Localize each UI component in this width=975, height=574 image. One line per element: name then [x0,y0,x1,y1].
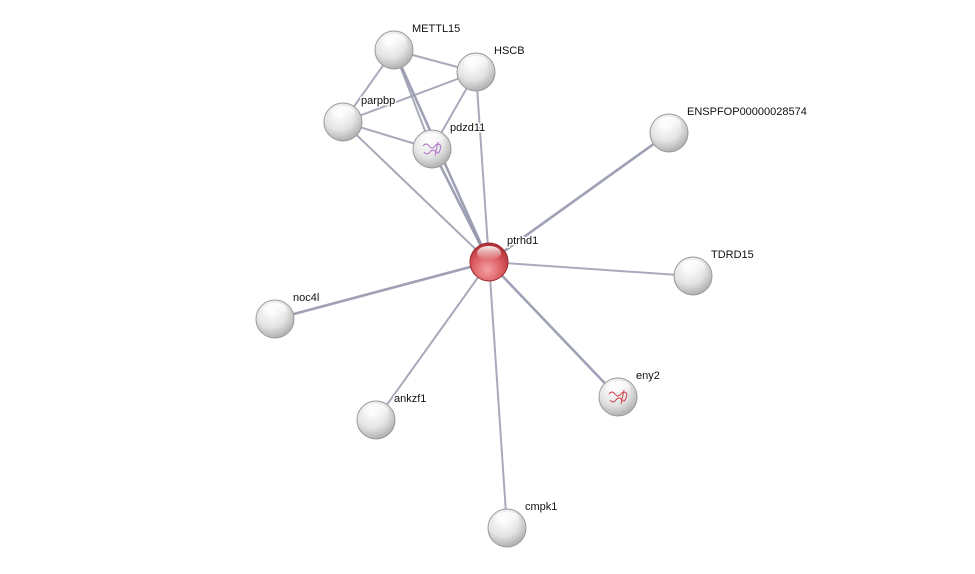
node-hscb[interactable]: HSCB [456,44,526,92]
sphere-highlight [477,246,501,260]
sphere-highlight [681,260,705,274]
sphere-highlight [331,106,355,120]
node-pdzd11[interactable]: pdzd11 [412,121,487,169]
node-label: ptrhd1 [507,235,538,247]
node-label: parpbp [361,95,395,107]
protein-structure-icon [422,141,442,157]
node-ptrhd1[interactable]: ptrhd1 [469,234,540,282]
node-label: eny2 [636,370,660,382]
node-label: noc4l [293,292,319,304]
edge-hscb-parpbp[interactable] [342,71,477,123]
edge-ankzf1-ptrhd1[interactable] [375,261,490,421]
node-label: METTL15 [412,23,460,35]
node-ankzf1[interactable]: ankzf1 [356,392,428,440]
node-parpbp[interactable]: parpbp [323,94,397,142]
node-label: TDRD15 [711,249,754,261]
sphere-highlight [382,34,406,48]
node-cmpk1[interactable]: cmpk1 [487,500,559,548]
node-label: pdzd11 [450,122,485,134]
edge-noc4l-ptrhd1[interactable] [274,260,490,321]
edge-tdrd15-ptrhd1[interactable] [488,261,694,277]
node-eny2[interactable]: eny2 [598,369,661,417]
sphere-highlight [263,303,287,317]
edge-eny2-ptrhd1[interactable] [488,261,619,398]
node-label: ankzf1 [394,393,426,405]
edge-hscb-ptrhd1[interactable] [475,71,490,263]
sphere-highlight [464,56,488,70]
sphere-highlight [657,117,681,131]
node-label: HSCB [494,45,525,57]
node-enspfop00000028574[interactable]: ENSPFOP00000028574 [649,105,808,153]
edge-pdzd11-ptrhd1[interactable] [430,148,491,263]
node-noc4l[interactable]: noc4l [255,291,321,339]
node-mettl15[interactable]: METTL15 [374,22,462,70]
node-label: cmpk1 [525,501,557,513]
protein-structure-icon [608,389,628,405]
edge-parpbp-ptrhd1[interactable] [342,121,490,263]
sphere-highlight [364,404,388,418]
sphere-highlight [495,512,519,526]
node-tdrd15[interactable]: TDRD15 [673,248,755,296]
edge-cmpk1-ptrhd1[interactable] [488,261,508,529]
edge-enspfop00000028574-ptrhd1[interactable] [488,131,670,264]
node-label: ENSPFOP00000028574 [687,106,807,118]
